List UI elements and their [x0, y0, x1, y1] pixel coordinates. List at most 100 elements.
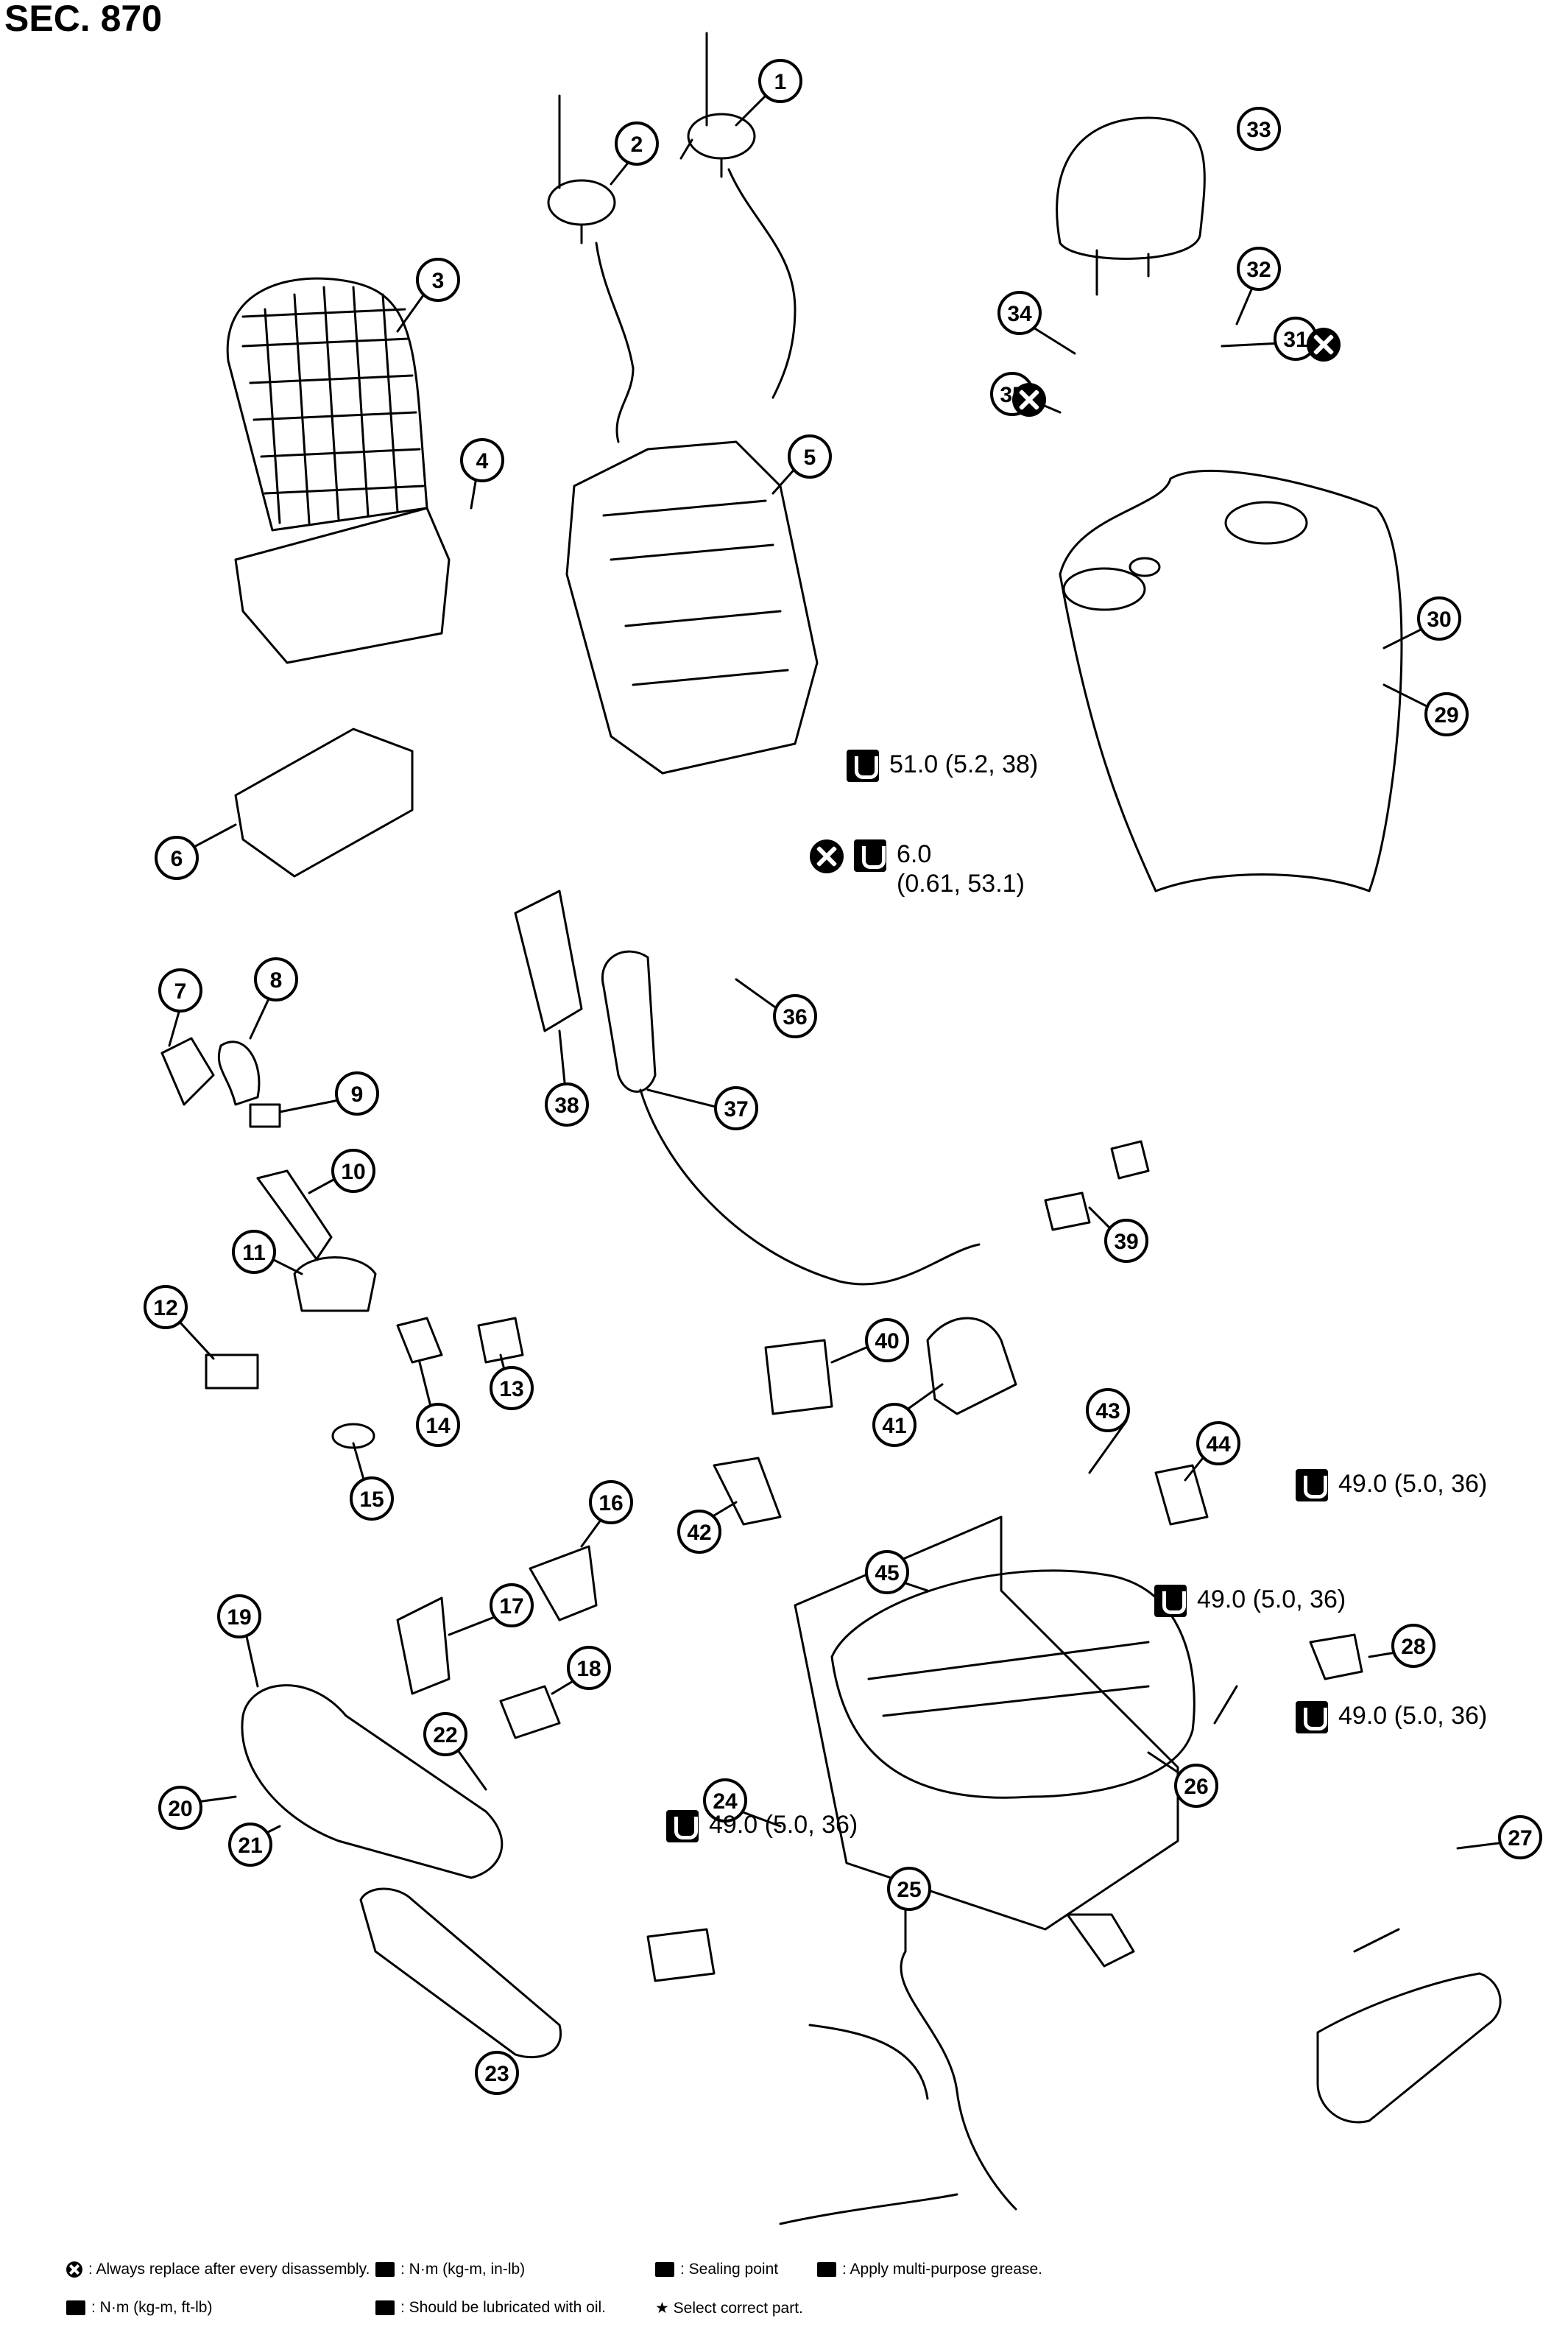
callout-circle — [490, 1366, 534, 1410]
callout-circle — [254, 957, 298, 1001]
legend-replace: : Always replace after every disassembly… — [66, 2261, 370, 2278]
callout-circle — [1086, 1388, 1130, 1432]
torque-value: 51.0 (5.2, 38) — [889, 750, 1039, 778]
seat-frame — [794, 1515, 1179, 1931]
callout-32: 32 — [1237, 247, 1281, 291]
callout-14: 14 — [416, 1403, 460, 1447]
replace-icon — [66, 2261, 82, 2278]
callout-number: 25 — [897, 1878, 921, 1902]
callout-circle — [1237, 107, 1281, 151]
torque-line2: (0.61, 53.1) — [897, 870, 1025, 898]
callout-4: 4 — [460, 438, 504, 482]
callout-number: 15 — [359, 1487, 384, 1512]
callout-number: 43 — [1095, 1399, 1120, 1423]
callout-number: 23 — [484, 2062, 509, 2086]
callout-circle — [865, 1550, 909, 1594]
callout-number: 38 — [554, 1094, 579, 1118]
callout-circle — [1196, 1421, 1240, 1465]
callout-43: 43 — [1086, 1388, 1130, 1432]
front-cover — [1316, 1972, 1502, 2124]
callout-41: 41 — [872, 1403, 917, 1447]
torque-lumbar: 6.0 (0.61, 53.1) — [810, 839, 1025, 898]
switch-knob-14 — [396, 1317, 443, 1364]
callout-circle — [460, 438, 504, 482]
callout-number: 36 — [783, 1005, 807, 1029]
callout-number: 37 — [724, 1097, 748, 1122]
bracket-40 — [764, 1339, 833, 1415]
callout-number: 1 — [774, 70, 787, 94]
callout-5: 5 — [788, 434, 832, 479]
callout-circle — [217, 1594, 261, 1638]
callout-44: 44 — [1196, 1421, 1240, 1465]
torque-icon — [666, 1810, 699, 1842]
callout-26: 26 — [1174, 1764, 1218, 1808]
legend-select: ★ Select correct part. — [655, 2299, 803, 2317]
seat-cushion — [830, 1569, 1196, 1799]
callout-7: 7 — [158, 968, 202, 1013]
callout-number: 11 — [242, 1241, 266, 1265]
callout-number: 18 — [576, 1657, 601, 1681]
sealing-icon — [655, 2262, 674, 2277]
callout-number: 17 — [499, 1594, 523, 1619]
callout-34: 34 — [997, 291, 1042, 335]
seat-harness — [779, 1950, 1017, 2225]
callout-number: 28 — [1401, 1635, 1425, 1659]
callout-number: 33 — [1246, 118, 1271, 142]
torque-line1: 6.0 — [897, 840, 932, 868]
callout-circle — [475, 2051, 519, 2095]
replace-icon — [1307, 328, 1341, 362]
torque-frame-rear: 49.0 (5.0, 36) — [1154, 1585, 1346, 1617]
callout-number: 45 — [875, 1561, 899, 1585]
duct-8 — [217, 1041, 261, 1106]
callout-circle — [589, 1480, 633, 1524]
callout-number: 12 — [153, 1296, 177, 1320]
callout-circle — [331, 1149, 375, 1193]
callout-number: 5 — [804, 446, 816, 470]
callout-circle — [865, 1318, 909, 1362]
callout-circle — [1104, 1219, 1148, 1263]
callout-number: 21 — [238, 1834, 262, 1858]
callout-number: 6 — [171, 847, 183, 871]
legend-nm-ftlb-text: : N·m (kg-m, ft-lb) — [91, 2299, 213, 2316]
replace-icon — [1012, 383, 1046, 417]
callout-circle — [714, 1086, 758, 1130]
callout-20: 20 — [158, 1786, 202, 1830]
callout-number: 41 — [882, 1414, 906, 1438]
callout-circle — [423, 1712, 467, 1756]
pad-10 — [256, 1169, 333, 1261]
grommet-15 — [331, 1423, 375, 1449]
callout-21: 21 — [228, 1823, 272, 1867]
callout-18: 18 — [567, 1646, 611, 1690]
seatback-mesh — [226, 277, 428, 532]
callout-circle — [1498, 1815, 1542, 1859]
callout-circle — [773, 994, 817, 1038]
callout-circle — [545, 1082, 589, 1127]
callout-12: 12 — [144, 1285, 188, 1329]
callout-number: 8 — [270, 968, 283, 993]
seatback-frame — [565, 440, 819, 775]
torque-icon — [1154, 1585, 1187, 1617]
callout-circle — [228, 1823, 272, 1867]
legend-nm-ftlb: : N·m (kg-m, ft-lb) — [66, 2299, 212, 2317]
torque-icon — [1296, 1469, 1328, 1501]
callout-number: 22 — [433, 1723, 457, 1747]
motor-11 — [293, 1256, 377, 1312]
section-label: SEC. 870 — [4, 0, 163, 39]
callout-28: 28 — [1391, 1624, 1435, 1668]
callout-36: 36 — [773, 994, 817, 1038]
lumbar-bracket — [514, 890, 583, 1032]
callout-40: 40 — [865, 1318, 909, 1362]
callout-9: 9 — [335, 1071, 379, 1116]
torque-inlb-icon — [375, 2262, 395, 2277]
torque-frame-front: 49.0 (5.0, 36) — [666, 1810, 858, 1842]
callout-number: 20 — [168, 1797, 192, 1821]
callout-23: 23 — [475, 2051, 519, 2095]
callout-31: 31 — [1274, 317, 1318, 361]
callout-circle — [490, 1583, 534, 1627]
callout-circle — [1237, 247, 1281, 291]
callout-8: 8 — [254, 957, 298, 1001]
legend-select-text: ★ Select correct part. — [655, 2300, 803, 2317]
grease-icon — [817, 2262, 836, 2277]
torque-value: 49.0 (5.0, 36) — [709, 1811, 858, 1839]
